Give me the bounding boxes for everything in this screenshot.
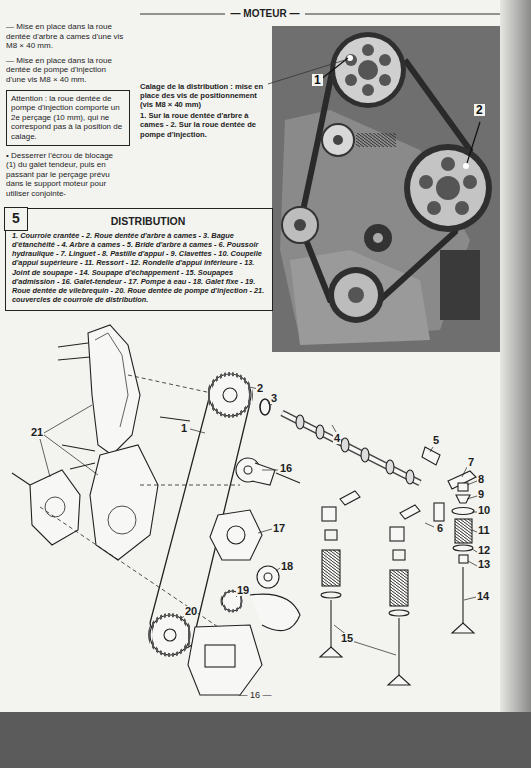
callout-number: 14 bbox=[476, 591, 490, 602]
callout-number: 12 bbox=[477, 545, 491, 556]
callout-number: 1 bbox=[180, 423, 188, 434]
page-number: — 16 — bbox=[238, 690, 271, 701]
callout-number: 2 bbox=[256, 383, 264, 394]
photo-caption: 1. Sur la roue dentée d'arbre à cames - … bbox=[140, 111, 268, 138]
box-text: Attention : la roue dentée de pompe d'in… bbox=[11, 94, 122, 141]
callout-number: 2 bbox=[474, 104, 485, 116]
callout-number: 19 bbox=[236, 585, 250, 596]
scan-band bbox=[0, 712, 531, 768]
callout-number: 4 bbox=[333, 433, 341, 444]
callout-number: 11 bbox=[477, 525, 491, 536]
section-number-box: 5 bbox=[4, 207, 28, 231]
body-text: — Mise en place dans la roue dentée d'ar… bbox=[6, 22, 124, 51]
callout-number: 3 bbox=[270, 393, 278, 404]
callout-number: 21 bbox=[30, 427, 44, 438]
box-text: 5 bbox=[12, 210, 20, 226]
page-header: — MOTEUR — bbox=[228, 8, 303, 20]
engine-photo bbox=[272, 26, 500, 352]
callout-number: 17 bbox=[272, 523, 286, 534]
callout-number: 10 bbox=[477, 505, 491, 516]
callout-number: 5 bbox=[432, 435, 440, 446]
callout-number: 8 bbox=[477, 474, 485, 485]
box-title: DISTRIBUTION bbox=[12, 215, 266, 227]
body-text: • Desserrer l'écrou de blocage (1) du ga… bbox=[6, 151, 124, 199]
body-text: — Mise en place dans la roue dentée de p… bbox=[6, 56, 124, 85]
callout-number: 16 bbox=[279, 463, 293, 474]
callout-number: 13 bbox=[477, 559, 491, 570]
legend-text: 1. Courroie crantée - 2. Roue dentée d'a… bbox=[12, 231, 266, 305]
callout-number: 18 bbox=[280, 561, 294, 572]
callout-number: 9 bbox=[477, 489, 485, 500]
legend-box: DISTRIBUTION 1. Courroie crantée - 2. Rou… bbox=[5, 208, 273, 311]
callout-number: 6 bbox=[436, 523, 444, 534]
callout-number: 7 bbox=[467, 457, 475, 468]
exploded-view bbox=[12, 325, 477, 695]
callout-number: 1 bbox=[312, 74, 323, 86]
warning-box: Attention : la roue dentée de pompe d'in… bbox=[6, 90, 130, 146]
callout-number: 20 bbox=[184, 606, 198, 617]
scan-shadow bbox=[500, 0, 531, 720]
photo-caption: Calage de la distribution : mise en plac… bbox=[140, 82, 268, 109]
callout-number: 15 bbox=[340, 633, 354, 644]
